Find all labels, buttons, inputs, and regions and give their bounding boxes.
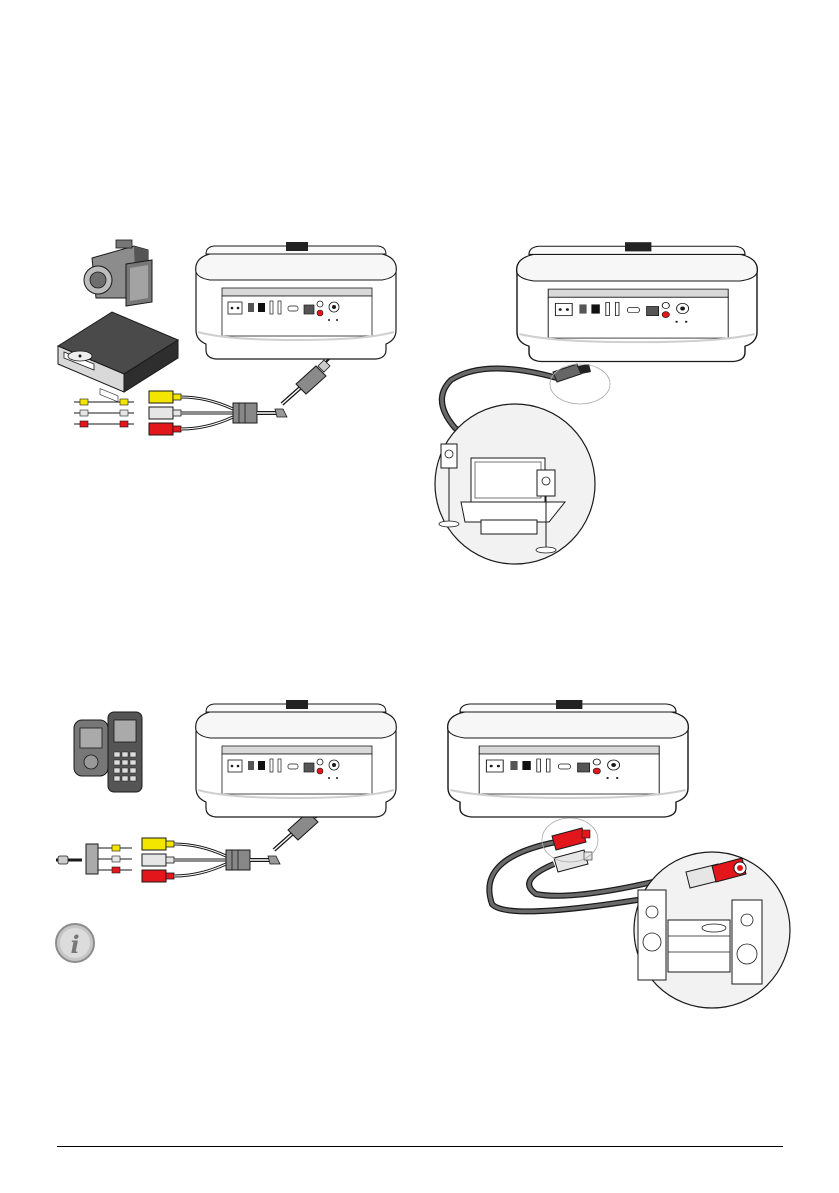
illustration-av-video-source [52, 232, 422, 442]
info-icon: i [52, 920, 102, 970]
projector-icon [196, 700, 396, 817]
projector-icon [517, 242, 758, 361]
note-info: i [52, 920, 102, 970]
jack-plug-icon [282, 354, 334, 404]
home-cinema-icon [435, 404, 595, 564]
illustration-audio-out-hifi [436, 690, 796, 1010]
projector-icon [448, 700, 689, 817]
camcorder-icon [84, 240, 152, 306]
footer-rule [57, 1146, 783, 1147]
hifi-stereo-icon [634, 852, 790, 1008]
dvd-player-icon [58, 312, 178, 402]
cinch-connectors-icon [74, 399, 134, 427]
projector-icon [196, 242, 396, 359]
illustration-hdmi-home-cinema [425, 232, 795, 566]
av-cable-icon [142, 838, 280, 882]
mobile-phone-icon [108, 712, 142, 792]
av-cable-icon [149, 391, 287, 435]
svg-text:i: i [70, 930, 79, 959]
media-player-icon [74, 720, 108, 776]
av-adapter-icon [56, 844, 132, 874]
illustration-mobile-av [52, 690, 422, 890]
